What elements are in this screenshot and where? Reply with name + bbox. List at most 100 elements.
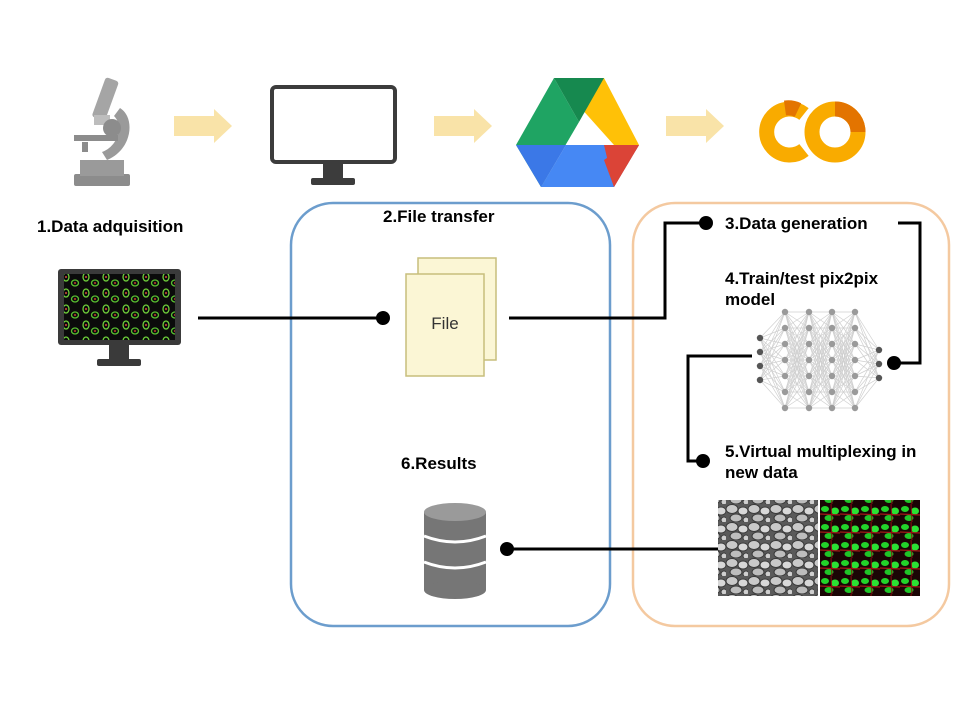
- nn-edge: [784, 311, 810, 377]
- nn-edge: [854, 349, 880, 409]
- nn-node: [805, 388, 813, 396]
- nn-edge: [831, 327, 856, 409]
- nn-edge: [759, 327, 786, 381]
- nn-node: [756, 348, 764, 356]
- nn-edge: [831, 343, 856, 409]
- monitor-icon: [270, 85, 397, 185]
- flow-arrow-1: [174, 109, 232, 143]
- nn-edge: [759, 337, 786, 377]
- nn-edge: [759, 311, 786, 339]
- nn-edge: [759, 351, 786, 393]
- nn-node: [805, 340, 813, 348]
- nn-edge: [784, 311, 810, 329]
- nn-edge: [784, 327, 810, 409]
- nn-edge: [759, 343, 786, 353]
- nn-edge: [784, 311, 810, 345]
- nn-node: [828, 324, 836, 332]
- nn-node: [805, 324, 813, 332]
- step-5-label: 5.Virtual multiplexing in new data: [725, 442, 917, 482]
- nn-edge: [784, 311, 810, 361]
- flow-arrow-3: [666, 109, 724, 143]
- nn-edge: [808, 343, 833, 409]
- nn-node: [828, 340, 836, 348]
- nn-edge: [831, 311, 856, 393]
- nn-edge: [759, 351, 786, 361]
- neural-network-icon: [756, 308, 883, 412]
- colab-logo: [759, 100, 866, 163]
- nn-node: [828, 356, 836, 364]
- nn-node: [781, 404, 789, 412]
- connector-file-to-generation: [509, 221, 706, 320]
- nn-node: [851, 388, 859, 396]
- nn-edge: [759, 365, 786, 409]
- nn-edge: [784, 391, 810, 409]
- fluorescence-monitor-icon: [58, 269, 181, 366]
- nn-edge: [831, 359, 856, 409]
- nn-node: [756, 376, 764, 384]
- nn-node: [805, 372, 813, 380]
- nn-node: [805, 356, 813, 364]
- nn-edge: [808, 311, 833, 345]
- nn-node: [781, 324, 789, 332]
- nn-node: [828, 308, 836, 316]
- nn-edge: [808, 311, 833, 377]
- nn-node: [781, 372, 789, 380]
- step-4-label: 4.Train/test pix2pix model: [725, 269, 879, 309]
- nn-edge: [854, 311, 880, 365]
- nn-edge: [854, 327, 880, 351]
- nn-edge: [759, 311, 786, 353]
- database-icon: [423, 503, 487, 599]
- nn-edge: [854, 343, 880, 379]
- connector-dot: [696, 454, 710, 468]
- nn-node: [781, 308, 789, 316]
- connector-dot: [699, 216, 713, 230]
- nn-edge: [854, 311, 880, 379]
- nn-edge: [784, 311, 810, 409]
- processing-panel: [631, 201, 951, 628]
- nn-edge: [831, 375, 856, 409]
- step-2-label: 2.File transfer: [383, 207, 495, 226]
- nn-edge: [784, 311, 810, 393]
- nn-edge: [759, 327, 786, 339]
- nn-edge: [759, 343, 786, 381]
- connector-dot: [376, 311, 390, 325]
- nn-edge: [831, 311, 856, 361]
- connector-model-to-inference: [686, 354, 752, 463]
- nn-node: [756, 334, 764, 342]
- nn-edge: [854, 349, 880, 393]
- flow-arrow-2: [434, 109, 492, 143]
- nn-edge: [854, 327, 880, 365]
- nn-node: [875, 374, 883, 382]
- connectors: [198, 221, 922, 551]
- nn-edge: [854, 327, 880, 379]
- nn-edge: [808, 311, 833, 329]
- nn-node: [828, 372, 836, 380]
- nn-edge: [854, 359, 880, 365]
- nn-node: [875, 360, 883, 368]
- connector-generation-to-model: [894, 221, 922, 365]
- nn-edge: [759, 359, 786, 367]
- nn-node: [875, 346, 883, 354]
- nn-edge: [831, 391, 856, 409]
- nn-edge: [808, 391, 833, 409]
- nn-edge: [831, 311, 856, 377]
- nn-node: [851, 356, 859, 364]
- nn-edge: [759, 365, 786, 393]
- nn-edge: [759, 379, 786, 393]
- nn-edge: [808, 311, 833, 409]
- nn-node: [781, 340, 789, 348]
- nn-edge: [759, 343, 786, 367]
- file-icon: [405, 257, 497, 377]
- nn-edge: [808, 359, 833, 409]
- nn-edge: [759, 337, 786, 345]
- step-1-label: 1.Data adquisition: [37, 217, 184, 236]
- nn-edge: [759, 379, 786, 409]
- connector-dot: [887, 356, 901, 370]
- nn-edge: [759, 375, 786, 381]
- nn-node: [851, 404, 859, 412]
- nn-edge: [854, 359, 880, 379]
- nn-edge: [808, 311, 833, 393]
- nn-edge: [854, 363, 880, 409]
- nn-edge: [808, 311, 833, 361]
